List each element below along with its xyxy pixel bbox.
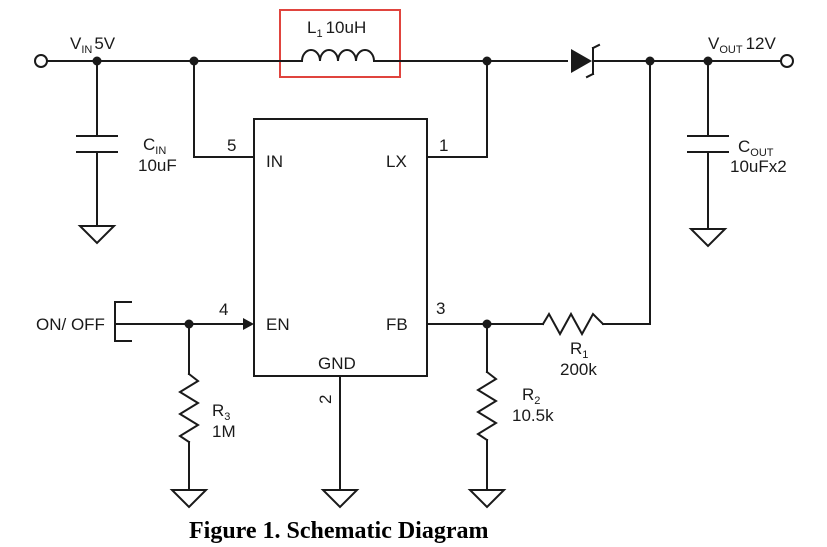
pin-in-label: IN [266,152,283,171]
r3-label: R3 [212,401,230,423]
vin-terminal [34,54,48,68]
cin-label: CIN [143,135,166,157]
pin-lx-label: LX [386,152,407,171]
pin-fb-number: 3 [436,299,445,318]
vout-terminal [780,54,794,68]
cout-value: 10uFx2 [730,157,787,176]
pin-gnd-number: 2 [316,395,335,404]
r1-value: 200k [560,360,597,379]
on-off-label: ON/ OFF [36,315,105,334]
r3-value: 1M [212,422,236,441]
ground-symbol-cout [688,228,728,248]
cin-value: 10uF [138,156,177,175]
resistor-r1: R1 200k [541,60,651,379]
capacitor-cout: COUT 10uFx2 [687,60,787,230]
ground-symbol-cin [77,225,117,245]
r2-label: R2 [522,385,540,407]
r2-value: 10.5k [512,406,554,425]
ground-symbol-r2 [467,489,507,509]
pin-en-number: 4 [219,300,228,319]
pin-en-label: EN [266,315,290,334]
diode [571,43,601,79]
ic-body [253,118,428,377]
ground-symbol-ic [320,489,360,509]
figure-caption: Figure 1. Schematic Diagram [189,518,489,544]
cout-label: COUT [738,137,774,159]
r1-label: R1 [570,339,588,361]
pin-in-number: 5 [227,136,236,155]
ground-symbol-r3 [169,489,209,509]
resistor-r2: R2 10.5k [476,323,554,491]
capacitor-cin: CIN 10uF [76,60,177,227]
wire-pin-in [193,60,255,158]
wire-pin-lx [426,60,488,158]
pin-gnd-label: GND [318,354,356,373]
pin-fb-label: FB [386,315,408,334]
on-off-switch: ON/ OFF [36,301,254,342]
inductor-highlight-box [279,9,401,78]
pin-lx-number: 1 [439,136,448,155]
resistor-r3: R3 1M [178,323,236,491]
